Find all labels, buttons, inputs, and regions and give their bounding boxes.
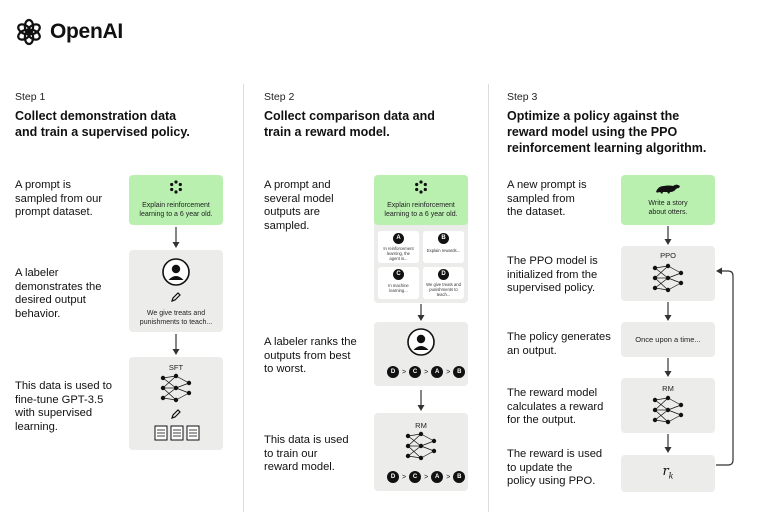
arrow-down-icon (417, 304, 425, 321)
neural-network-icon (652, 263, 684, 293)
rank-badge: C (409, 471, 422, 483)
output-text: Explain rewards... (426, 248, 461, 253)
pencil-icon (171, 409, 181, 419)
rank-badge: C (409, 366, 422, 378)
step2-ranking-box: D> C> A> B (374, 322, 468, 386)
rank-badge: A (431, 366, 444, 378)
greater-than-icon: > (424, 473, 429, 481)
step3-output-text: Once upon a time... (635, 335, 701, 344)
brand-name: OpenAI (50, 20, 123, 43)
neural-network-icon (652, 395, 684, 425)
pencil-icon (171, 292, 181, 302)
greater-than-icon: > (402, 368, 407, 376)
reward-symbol: rk (662, 464, 674, 481)
person-icon (162, 258, 190, 286)
greater-than-icon: > (424, 368, 429, 376)
rank-badge: D (387, 471, 399, 483)
step3-rm-box: RM (621, 378, 715, 433)
step1-label: Step 1 (15, 91, 46, 103)
openai-logo-icon (17, 18, 41, 46)
arrow-down-icon (172, 227, 180, 248)
step3-reward-box: rk (621, 455, 715, 492)
output-letter: D (438, 269, 449, 280)
greater-than-icon: > (402, 473, 407, 481)
otter-icon (656, 184, 680, 194)
recycle-icon (415, 180, 427, 194)
rm-label: RM (415, 421, 427, 430)
step3-ppo-box: PPO (621, 246, 715, 301)
sft-label: SFT (168, 363, 184, 372)
step3-label: Step 3 (507, 91, 538, 103)
output-letter: C (393, 269, 404, 280)
rank-badge: B (453, 366, 466, 378)
step3-title: Optimize a policy against the reward mod… (507, 109, 707, 155)
person-icon (407, 328, 435, 356)
step1-title: Collect demonstration data and train a s… (15, 109, 190, 139)
arrow-down-icon (664, 434, 672, 453)
arrow-down-icon (664, 226, 672, 245)
rank-badge: D (387, 366, 399, 378)
step3-output-box: Once upon a time... (621, 322, 715, 357)
neural-network-icon (160, 373, 192, 403)
output-b: B Explain rewards... (423, 231, 464, 263)
greater-than-icon: > (446, 473, 451, 481)
column-divider (243, 84, 244, 512)
step2-label: Step 2 (264, 91, 295, 103)
output-letter: A (393, 233, 404, 244)
greater-than-icon: > (446, 368, 451, 376)
arrow-down-icon (664, 358, 672, 377)
documents-icon (154, 425, 200, 441)
ranking-row: D> C> A> B (387, 366, 466, 378)
rm-label: RM (662, 384, 674, 393)
column-divider (488, 84, 489, 512)
recycle-icon (170, 180, 182, 194)
step2-rm-box: RM D> C> A> B (374, 413, 468, 491)
ppo-label: PPO (660, 251, 676, 260)
ranking-row: D> C> A> B (387, 471, 466, 483)
neural-network-icon (405, 431, 437, 461)
step2-title: Collect comparison data and train a rewa… (264, 109, 435, 139)
rank-badge: B (453, 471, 466, 483)
feedback-loop-arrow-icon (716, 267, 734, 466)
output-letter: B (438, 233, 449, 244)
arrow-down-icon (417, 390, 425, 411)
arrow-down-icon (664, 302, 672, 321)
arrow-down-icon (172, 334, 180, 355)
openai-logo: OpenAI (14, 17, 123, 47)
rank-badge: A (431, 471, 444, 483)
step1-sft-box: SFT (129, 357, 223, 450)
